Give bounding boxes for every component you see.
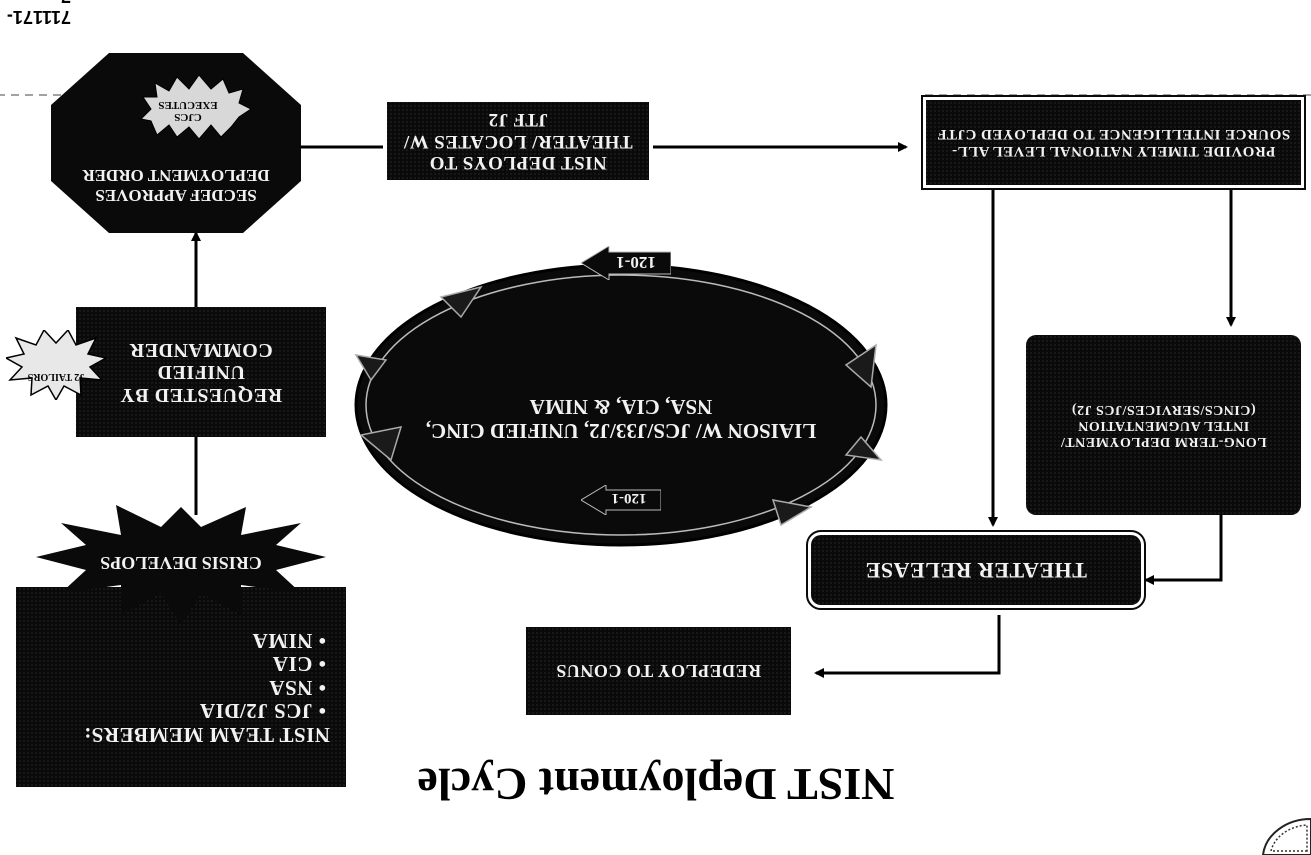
cycle-arrow-bottom: 120-1 [581, 485, 661, 515]
requested-by-box: REQUESTED BY UNIFIED COMMANDER [76, 307, 326, 437]
cjcs-executes-label: CJCS EXECUTES [158, 98, 218, 123]
deploys-label: NIST DEPLOYS TO THEATER/ LOCATES W/ JTF … [403, 109, 633, 173]
theater-release-box: THEATER RELEASE [806, 530, 1146, 610]
crisis-label: CRISIS DEVELOPS [100, 553, 262, 573]
crisis-starburst: CRISIS DEVELOPS [36, 505, 326, 625]
j2-tailors-burst: J2 TAILORS [6, 330, 106, 400]
team-member-item: JCS J2/DIA [199, 699, 313, 724]
team-members-heading: NIST TEAM MEMBERS: [83, 722, 330, 747]
deploys-box: NIST DEPLOYS TO THEATER/ LOCATES W/ JTF … [387, 102, 649, 180]
team-member-item: NSA [268, 675, 313, 700]
j2-tailors-label: J2 TAILORS [27, 371, 85, 382]
provide-label: PROVIDE TIMELY NATIONAL LEVEL ALL-SOURCE… [936, 126, 1291, 160]
theater-release-label: THEATER RELEASE [865, 558, 1087, 584]
liaison-label: LIAISON W/ JCS/J33/J2, UNIFIED CINC, NSA… [425, 394, 817, 443]
cycle-label-top: 120-1 [616, 253, 656, 272]
redeploy-label: REDEPLOY TO CONUS [555, 661, 762, 682]
redeploy-box: REDEPLOY TO CONUS [526, 627, 791, 715]
seal-emblem [1261, 817, 1311, 855]
long-term-box: LONG-TERM DEPLOYMENT/ INTEL AUGMENTATION… [1026, 335, 1301, 515]
connector-long-term-to-release [1144, 515, 1223, 585]
team-member-item: NIMA [252, 628, 313, 653]
connector-release-to-redeploy [814, 615, 1001, 678]
provide-intel-box: PROVIDE TIMELY NATIONAL LEVEL ALL-SOURCE… [921, 95, 1306, 190]
team-member-item: CIA [272, 652, 313, 677]
secdef-label: SECDEF APPROVES DEPLOYMENT ORDER [82, 166, 270, 205]
cycle-label-bottom: 120-1 [612, 490, 647, 506]
long-term-label: LONG-TERM DEPLOYMENT/ INTEL AUGMENTATION… [1060, 402, 1267, 449]
secdef-octagon: SECDEF APPROVES DEPLOYMENT ORDER CJCS EX… [51, 53, 301, 233]
requested-label: REQUESTED BY UNIFIED COMMANDER [119, 338, 283, 406]
cycle-arrow-top: 120-1 [581, 246, 671, 280]
